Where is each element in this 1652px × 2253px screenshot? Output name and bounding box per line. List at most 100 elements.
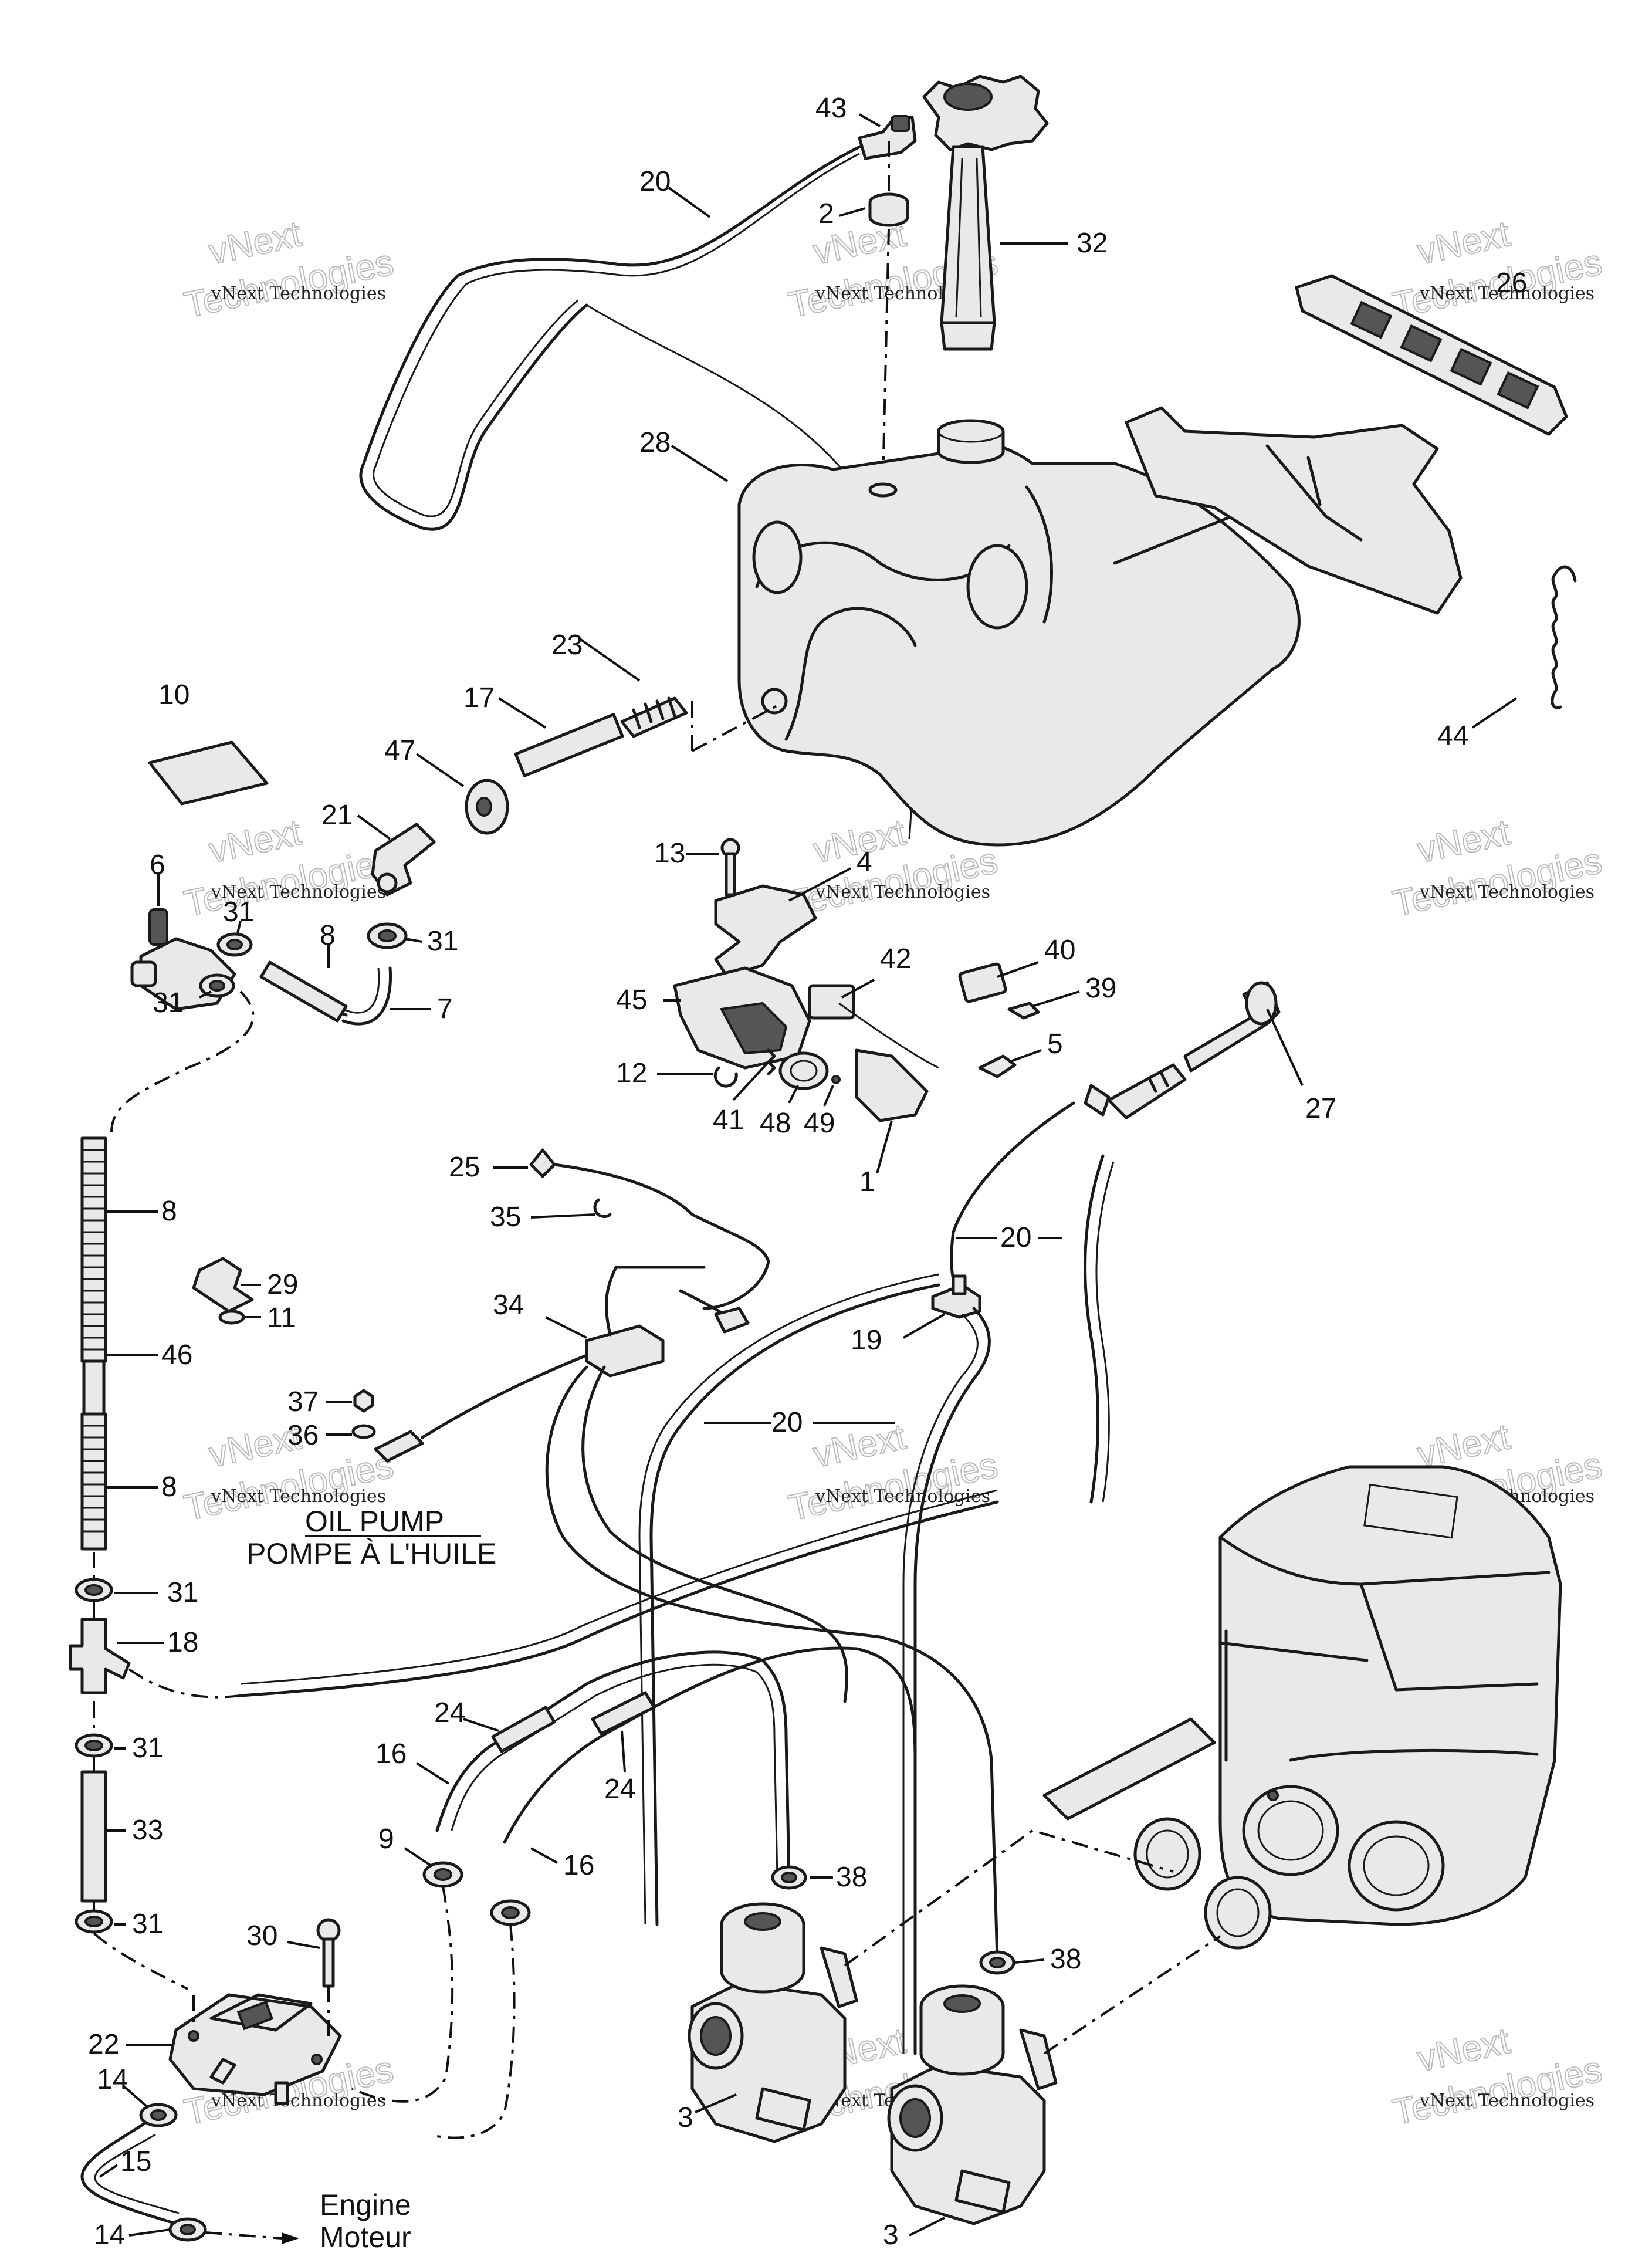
cable-25 [553, 1163, 770, 1310]
callout-22: 22 [88, 2029, 119, 2060]
dash-line [1043, 1935, 1221, 2055]
callout-36: 36 [287, 1420, 319, 1451]
callout-16: 16 [375, 1738, 407, 1770]
svg-text:vNext Technologies: vNext Technologies [211, 283, 386, 304]
svg-text:vNext Technologies: vNext Technologies [211, 1486, 386, 1507]
callout-48: 48 [760, 1108, 791, 1139]
watermark: vNext Technologies vNext Technologies [180, 811, 397, 925]
callout-29: 29 [267, 1269, 298, 1300]
watermark: vNext Technologies vNext Technologies [180, 213, 397, 326]
callout-6: 6 [150, 850, 165, 881]
hose-15-inner [94, 2133, 180, 2214]
callout-3: 3 [883, 2220, 899, 2251]
callout-21: 21 [321, 800, 353, 831]
callout-24: 24 [434, 1697, 465, 1728]
callout-39: 39 [1085, 973, 1116, 1004]
cable-end-25 [529, 1148, 556, 1178]
callout-27: 27 [1305, 1093, 1336, 1124]
callout-31: 31 [153, 987, 184, 1019]
callout-38: 38 [836, 1862, 867, 1893]
clamp-38 [979, 1950, 1015, 1975]
air-silencer [1218, 1465, 1562, 1926]
watermark: vNext Technologies vNext Technologies [1389, 811, 1606, 925]
callout-34: 34 [493, 1290, 524, 1321]
hose-20-right-carb [913, 1307, 991, 2055]
washer-11 [218, 1310, 245, 1325]
callout-8: 8 [161, 1196, 177, 1227]
callout-46: 46 [161, 1339, 192, 1371]
clamp-16 [490, 1899, 531, 1926]
callout-23: 23 [551, 630, 583, 661]
callout-44: 44 [1437, 720, 1468, 752]
washer-36 [351, 1424, 376, 1439]
hose-8-lower-ribs [82, 1425, 106, 1533]
callout-24: 24 [604, 1774, 635, 1805]
connector-40 [958, 962, 1007, 1003]
hose-8-left [80, 1136, 107, 1363]
callout-37: 37 [287, 1386, 319, 1418]
dash-line [128, 1668, 241, 1699]
carburetor-3-right [887, 1984, 1058, 2225]
valve-body-45 [673, 966, 811, 1070]
watermark: vNext Technologies vNext Technologies [784, 1416, 1001, 1529]
hose-20-right-carb-inner [902, 1313, 979, 2054]
svg-text:vNext Technologies: vNext Technologies [815, 1486, 990, 1507]
callout-38: 38 [1050, 1944, 1081, 1975]
callout-20: 20 [1000, 1222, 1031, 1253]
oil-pump-22 [168, 1993, 342, 2105]
bracket-silencer [1042, 1717, 1216, 1821]
engine-label-en: Engine [320, 2188, 411, 2221]
seal-48-inner [790, 1060, 818, 1082]
callout-8: 8 [161, 1471, 177, 1503]
callout-11: 11 [267, 1303, 296, 1334]
vent-elbow-43 [858, 115, 917, 160]
dash-line [93, 1932, 188, 1990]
engine-label-fr: Moteur [320, 2221, 411, 2253]
svg-text:vNext Technologies: vNext Technologies [1419, 882, 1595, 902]
seal-48 [778, 1051, 829, 1090]
callout-5: 5 [1047, 1029, 1063, 1060]
watermark: vNext Technologies vNext Technologies [1389, 2020, 1606, 2133]
clamp-31 [75, 1578, 113, 1602]
callout-45: 45 [616, 985, 647, 1016]
tee-18 [69, 1618, 131, 1694]
knob-1 [855, 1048, 929, 1122]
callout-9: 9 [378, 1824, 394, 1855]
spring-44 [1551, 565, 1577, 709]
callout-31: 31 [223, 897, 254, 928]
callout-31: 31 [427, 926, 458, 957]
callout-4: 4 [857, 847, 872, 878]
sparkplug-connector [374, 1430, 424, 1463]
hose-17 [514, 713, 624, 777]
cable-34-loop-b [581, 1365, 848, 1703]
hose-20-right-inner [1095, 1161, 1115, 1503]
engine-arrow [282, 2232, 299, 2244]
fitting-23 [620, 696, 688, 738]
callout-31: 31 [167, 1577, 198, 1608]
callout-1: 1 [859, 1166, 875, 1197]
cable-34-sparkplug [421, 1354, 588, 1439]
oil-pump-label-fr: POMPE À L'HUILE [246, 1537, 496, 1570]
boot-left [1133, 1817, 1201, 1891]
hose-15 [80, 2122, 178, 2225]
callout-18: 18 [167, 1627, 198, 1658]
grommet-2 [868, 192, 909, 227]
clip-12 [713, 1066, 738, 1088]
hose-16-right [503, 1646, 917, 1844]
clip-29 [192, 1257, 254, 1313]
dash-line [434, 1924, 516, 2139]
callout-35: 35 [490, 1202, 521, 1233]
dash-line [844, 1829, 1174, 1967]
grommet-47 [465, 779, 509, 835]
hose-20-right [1084, 1154, 1105, 1504]
hose-16-left [435, 1650, 791, 1879]
svg-text:vNext Technologies: vNext Technologies [1419, 2090, 1595, 2111]
oil-pump-label-en: OIL PUMP [305, 1505, 444, 1538]
callout-2: 2 [818, 198, 834, 229]
clamp-14 [168, 2217, 207, 2242]
oil-pump-caption: OIL PUMP POMPE À L'HUILE [246, 1505, 496, 1570]
hose-18-to-pump [239, 1500, 999, 1697]
callout-12: 12 [616, 1058, 647, 1089]
callout-25: 25 [449, 1152, 480, 1183]
